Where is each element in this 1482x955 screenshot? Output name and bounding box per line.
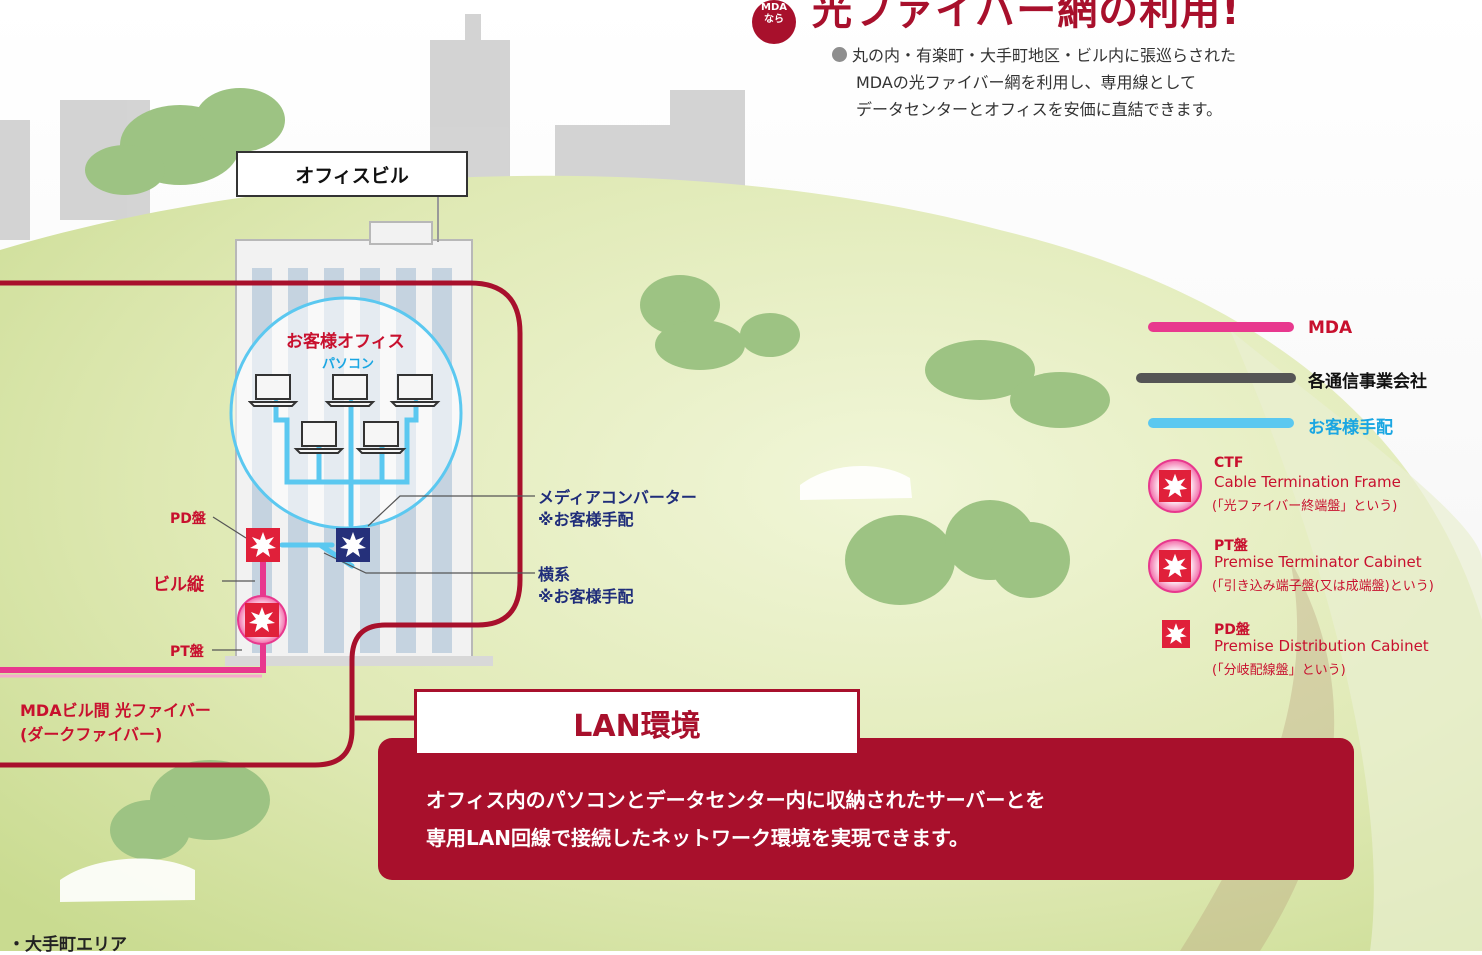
pd-cabinet-icon	[1162, 620, 1190, 648]
legend-ctf-title: CTF	[1214, 455, 1244, 471]
description-line: データセンターとオフィスを安価に直結できます。	[856, 100, 1223, 119]
legend-pd-title: PD盤	[1214, 622, 1250, 638]
laptop-icon	[355, 421, 407, 454]
pc-label: パソコン	[322, 357, 375, 372]
laptop-icon	[248, 374, 299, 407]
media-converter-icon	[336, 528, 370, 562]
bullet-icon	[832, 47, 847, 62]
lan-line: 専用LAN回線で接続したネットワーク環境を実現できます。	[426, 826, 969, 850]
laptop-icon	[389, 374, 441, 407]
description-line: MDAの光ファイバー網を利用し、専用線として	[856, 73, 1196, 92]
media-converter-label: メディアコンバーター	[538, 488, 697, 507]
area-label: ・大手町エリア	[8, 935, 127, 955]
legend-customer: お客様手配	[1308, 418, 1393, 438]
pt-panel-label: PT盤	[170, 644, 204, 660]
lan-line: オフィス内のパソコンとデータセンター内に収納されたサーバーとを	[426, 788, 1046, 812]
laptop-icon	[324, 374, 376, 407]
legend-pd-note: (「分岐配線盤」という)	[1212, 663, 1346, 678]
fiber-label: MDAビル間 光ファイバー	[20, 701, 211, 720]
ctf-icon	[1159, 470, 1191, 502]
legend-pt-title: PT盤	[1214, 538, 1248, 554]
legend-mda: MDA	[1308, 318, 1353, 338]
media-converter-note: ※お客様手配	[538, 510, 634, 529]
badge-line2: なら	[764, 14, 784, 25]
customer-office-label: お客様オフィス	[286, 332, 405, 352]
lan-title: LAN環境	[414, 689, 860, 753]
mda-badge: MDA なら	[752, 0, 796, 44]
dark-fiber-label: (ダークファイバー)	[20, 725, 163, 744]
badge-line1: MDA	[761, 2, 787, 13]
horizontal-note: ※お客様手配	[538, 587, 634, 606]
laptop-icon	[293, 421, 345, 454]
building-vertical-label: ビル縦	[153, 575, 204, 595]
page-title: 光ファイバー網の利用!	[812, 0, 1241, 34]
lan-description: オフィス内のパソコンとデータセンター内に収納されたサーバーとを 専用LAN回線で…	[378, 738, 1354, 880]
pd-panel-icon	[246, 528, 280, 562]
legend-pt-note: (「引き込み端子盤(又は成端盤)という)	[1212, 579, 1434, 594]
trees	[85, 88, 1110, 860]
pd-panel-label: PD盤	[170, 511, 206, 527]
horizontal-label: 横系	[538, 565, 571, 584]
office-building-label: オフィスビル	[236, 151, 468, 197]
laptops	[248, 374, 441, 454]
pt-panel-icon	[245, 603, 279, 637]
pt-cabinet-icon	[1159, 550, 1191, 582]
description-line: 丸の内・有楽町・大手町地区・ビル内に張巡らされた	[852, 46, 1237, 65]
legend-pd-subtitle: Premise Distribution Cabinet	[1214, 637, 1429, 655]
legend-carrier: 各通信事業会社	[1308, 372, 1427, 392]
legend-pt-subtitle: Premise Terminator Cabinet	[1214, 553, 1422, 571]
legend-ctf-note: (「光ファイバー終端盤」という)	[1212, 499, 1398, 514]
description: 丸の内・有楽町・大手町地区・ビル内に張巡らされた MDAの光ファイバー網を利用し…	[832, 42, 1354, 123]
legend-ctf-subtitle: Cable Termination Frame	[1214, 473, 1401, 491]
